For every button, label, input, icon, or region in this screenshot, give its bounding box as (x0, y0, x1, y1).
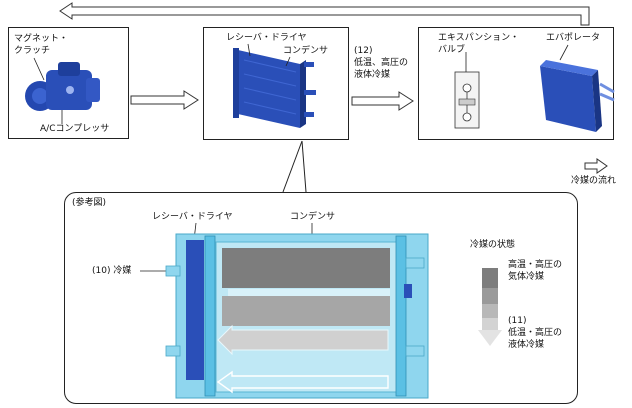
state-low-number: (11) (508, 316, 527, 326)
evaporator-icon (540, 60, 615, 132)
state-low-line1: 低温・高圧の (508, 328, 563, 338)
flow-arrow-lower (216, 370, 389, 394)
flow-note-line2: 液体冷媒 (354, 70, 391, 80)
expansion-valve-label-1: エキスパンション・ (438, 33, 520, 43)
flow-note-line1: 低温、高圧の (354, 58, 409, 68)
expansion-valve-icon (454, 71, 480, 129)
magnet-clutch-label-1: マグネット・ (14, 34, 69, 44)
gas-refrigerant-region (222, 248, 390, 288)
refrigerant-flow-legend: 冷媒の流れ (571, 176, 617, 186)
flow-arrow-upper (228, 289, 390, 296)
state-high-line1: 高温・高圧の (508, 260, 563, 270)
reference-title: (参考図) (72, 198, 107, 208)
flow-arrow-1 (130, 90, 199, 110)
compressor-icon (25, 62, 100, 111)
condenser-icon (233, 48, 316, 128)
ac-compressor-label: A/Cコンプレッサ (40, 124, 110, 134)
flow-note-number: (12) (354, 46, 373, 56)
expansion-valve-label-2: バルブ (438, 45, 466, 55)
receiver-dryer-label: レシーバ・ドライヤ (226, 33, 307, 43)
condenser-label: コンデンサ (283, 46, 329, 56)
state-low-line2: 液体冷媒 (508, 340, 545, 350)
state-high-line2: 気体冷媒 (508, 272, 545, 282)
state-gradient (478, 268, 502, 346)
reference-condenser-label: コンデンサ (290, 212, 336, 222)
return-flow-arrow (59, 2, 590, 26)
state-title: 冷媒の状態 (470, 240, 516, 250)
legend-flow-arrow (584, 158, 608, 174)
flow-arrow-2 (351, 91, 414, 111)
receiver-dryer-tank (186, 240, 204, 380)
evaporator-label: エバポレータ (546, 33, 601, 43)
flow-arrow-middle (217, 324, 389, 356)
reference-receiver-dryer-label: レシーバ・ドライヤ (152, 212, 233, 222)
magnet-clutch-label-2: クラッチ (14, 46, 51, 56)
refrigerant-label: (10) 冷媒 (92, 266, 132, 276)
